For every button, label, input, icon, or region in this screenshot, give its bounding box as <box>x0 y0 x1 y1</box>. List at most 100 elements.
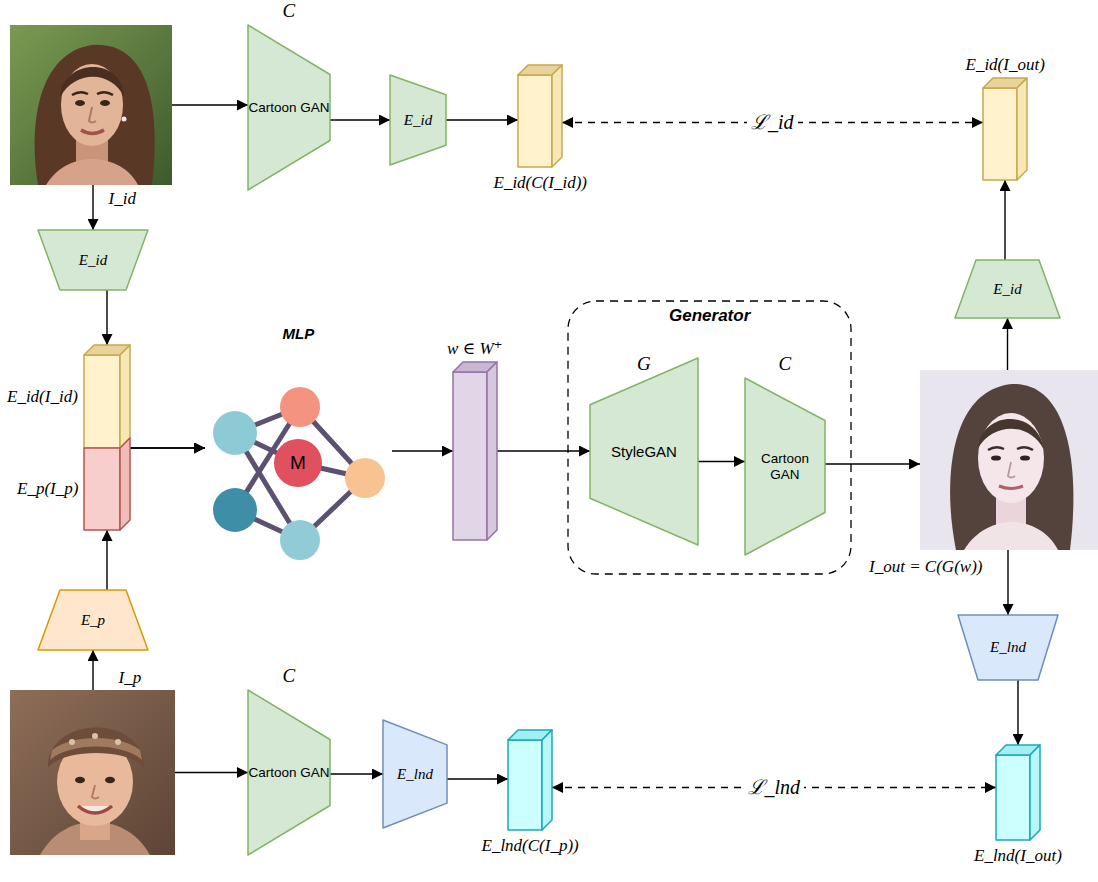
illustration-path <box>81 130 104 134</box>
illustration-path <box>48 727 144 768</box>
cartoongan-block: CCartoon GAN <box>248 25 330 190</box>
module-title: MLP <box>283 325 315 342</box>
illustration-ellipse <box>991 455 1001 460</box>
illustration-circle <box>213 411 257 455</box>
trapezoid-outline <box>38 230 148 290</box>
illustration-path <box>72 92 88 95</box>
illustration-ellipse <box>75 777 85 783</box>
arrow-connector <box>1007 550 1008 615</box>
vector-front <box>983 88 1017 180</box>
node-outline <box>84 345 130 448</box>
vector-front <box>996 755 1030 840</box>
illustration-path <box>1008 462 1015 478</box>
illustration-ellipse <box>105 777 115 783</box>
stylegan-block: GStyleGAN <box>590 358 698 545</box>
network-symbol: C <box>779 353 792 375</box>
illustration-rect <box>920 370 1098 550</box>
arrow-connector <box>92 650 93 690</box>
cartoongan-block: CCartoon GAN <box>248 690 330 855</box>
illustration-rect <box>10 690 175 855</box>
vector-side <box>552 65 562 167</box>
arrow-connector <box>1004 180 1005 260</box>
vector-side <box>120 345 130 448</box>
arrow-connector <box>106 290 107 345</box>
network-name: Cartoon GAN <box>248 765 330 781</box>
illustration-circle <box>213 488 257 532</box>
vector-front <box>518 75 552 167</box>
trapezoid-outline <box>745 378 825 555</box>
cartoongan-block: CCartoon GAN <box>745 378 825 555</box>
arrow-connector <box>106 530 107 590</box>
vector-front <box>84 448 120 530</box>
encoder-name: E_lnd <box>383 766 447 783</box>
encoder-name: E_id <box>955 281 1060 298</box>
trapezoid-outline <box>38 590 148 650</box>
feature-label: E_lnd(C(I_p)) <box>482 836 579 856</box>
vector-side <box>1030 745 1040 840</box>
input-image: I_id <box>10 25 172 185</box>
pose-photo <box>10 690 175 855</box>
identity-encoder: E_id <box>390 75 446 165</box>
arrow-connector <box>698 461 745 462</box>
identity-encoder: E_id <box>38 230 148 290</box>
arrow-connector <box>1007 318 1008 370</box>
arrow-connector <box>825 463 920 464</box>
illustration-circle <box>280 520 320 560</box>
feature-label: E_lnd(I_out) <box>974 846 1062 866</box>
node-outline <box>84 448 130 530</box>
illustration-path <box>50 738 142 760</box>
illustration-ellipse <box>61 64 123 146</box>
illustration-circle <box>274 439 322 487</box>
trapezoid-outline <box>383 720 447 828</box>
illustration-circle <box>345 458 385 498</box>
illustration-path <box>92 785 99 799</box>
illustration-path <box>46 159 138 185</box>
feature-vector: E_p(I_p) <box>84 448 130 530</box>
node-outline <box>453 362 497 540</box>
illustration-circle <box>122 117 127 122</box>
image-label: I_out = C(G(w)) <box>869 557 982 577</box>
landmark-encoder: E_lnd <box>958 615 1058 680</box>
network-symbol: C <box>283 0 296 22</box>
network-symbol: G <box>637 353 651 375</box>
node-outline <box>983 78 1027 180</box>
node-outline <box>996 745 1040 840</box>
input-image: I_p <box>10 690 175 855</box>
illustration-path <box>35 45 155 185</box>
arrow-connector <box>392 450 453 451</box>
network-symbol: C <box>283 665 296 687</box>
illustration-ellipse <box>1020 455 1030 460</box>
arrow-connector <box>130 447 205 448</box>
network-name: StyleGAN <box>590 443 698 460</box>
illustration-ellipse <box>100 100 110 106</box>
illustration-circle <box>280 387 320 427</box>
illustration-ellipse <box>978 413 1044 503</box>
identity-photo <box>10 25 172 185</box>
arrow-connector <box>330 119 390 120</box>
output-image: I_out = C(G(w)) <box>920 370 1098 550</box>
feature-label: E_id(I_out) <box>966 55 1045 75</box>
encoder-name: E_lnd <box>958 639 1058 656</box>
latent-label: w ∈ W⁺ <box>447 339 503 359</box>
arrow-connector <box>446 119 518 120</box>
loss-label: ℒ_lnd <box>744 776 805 799</box>
arrow-connector <box>130 447 205 448</box>
encoder-name: E_id <box>390 112 446 129</box>
feature-vector: E_id(I_id) <box>84 345 130 448</box>
illustration-circle <box>69 739 75 745</box>
illustration-ellipse <box>75 100 85 106</box>
node-outline <box>518 65 562 167</box>
illustration-rect <box>10 25 172 185</box>
illustration-path <box>978 419 1044 450</box>
illustration-path <box>1017 447 1033 450</box>
landmark-encoder: E_lnd <box>383 720 447 828</box>
illustration-path <box>60 67 124 97</box>
illustration-circle <box>115 739 121 745</box>
arrow-connector <box>497 450 590 451</box>
illustration-path <box>950 384 1073 550</box>
vector-front <box>453 372 487 540</box>
trapezoid-outline <box>958 615 1058 680</box>
image-label: I_id <box>109 189 136 209</box>
vector-side <box>542 730 552 830</box>
encoder-name: E_id <box>38 252 148 269</box>
